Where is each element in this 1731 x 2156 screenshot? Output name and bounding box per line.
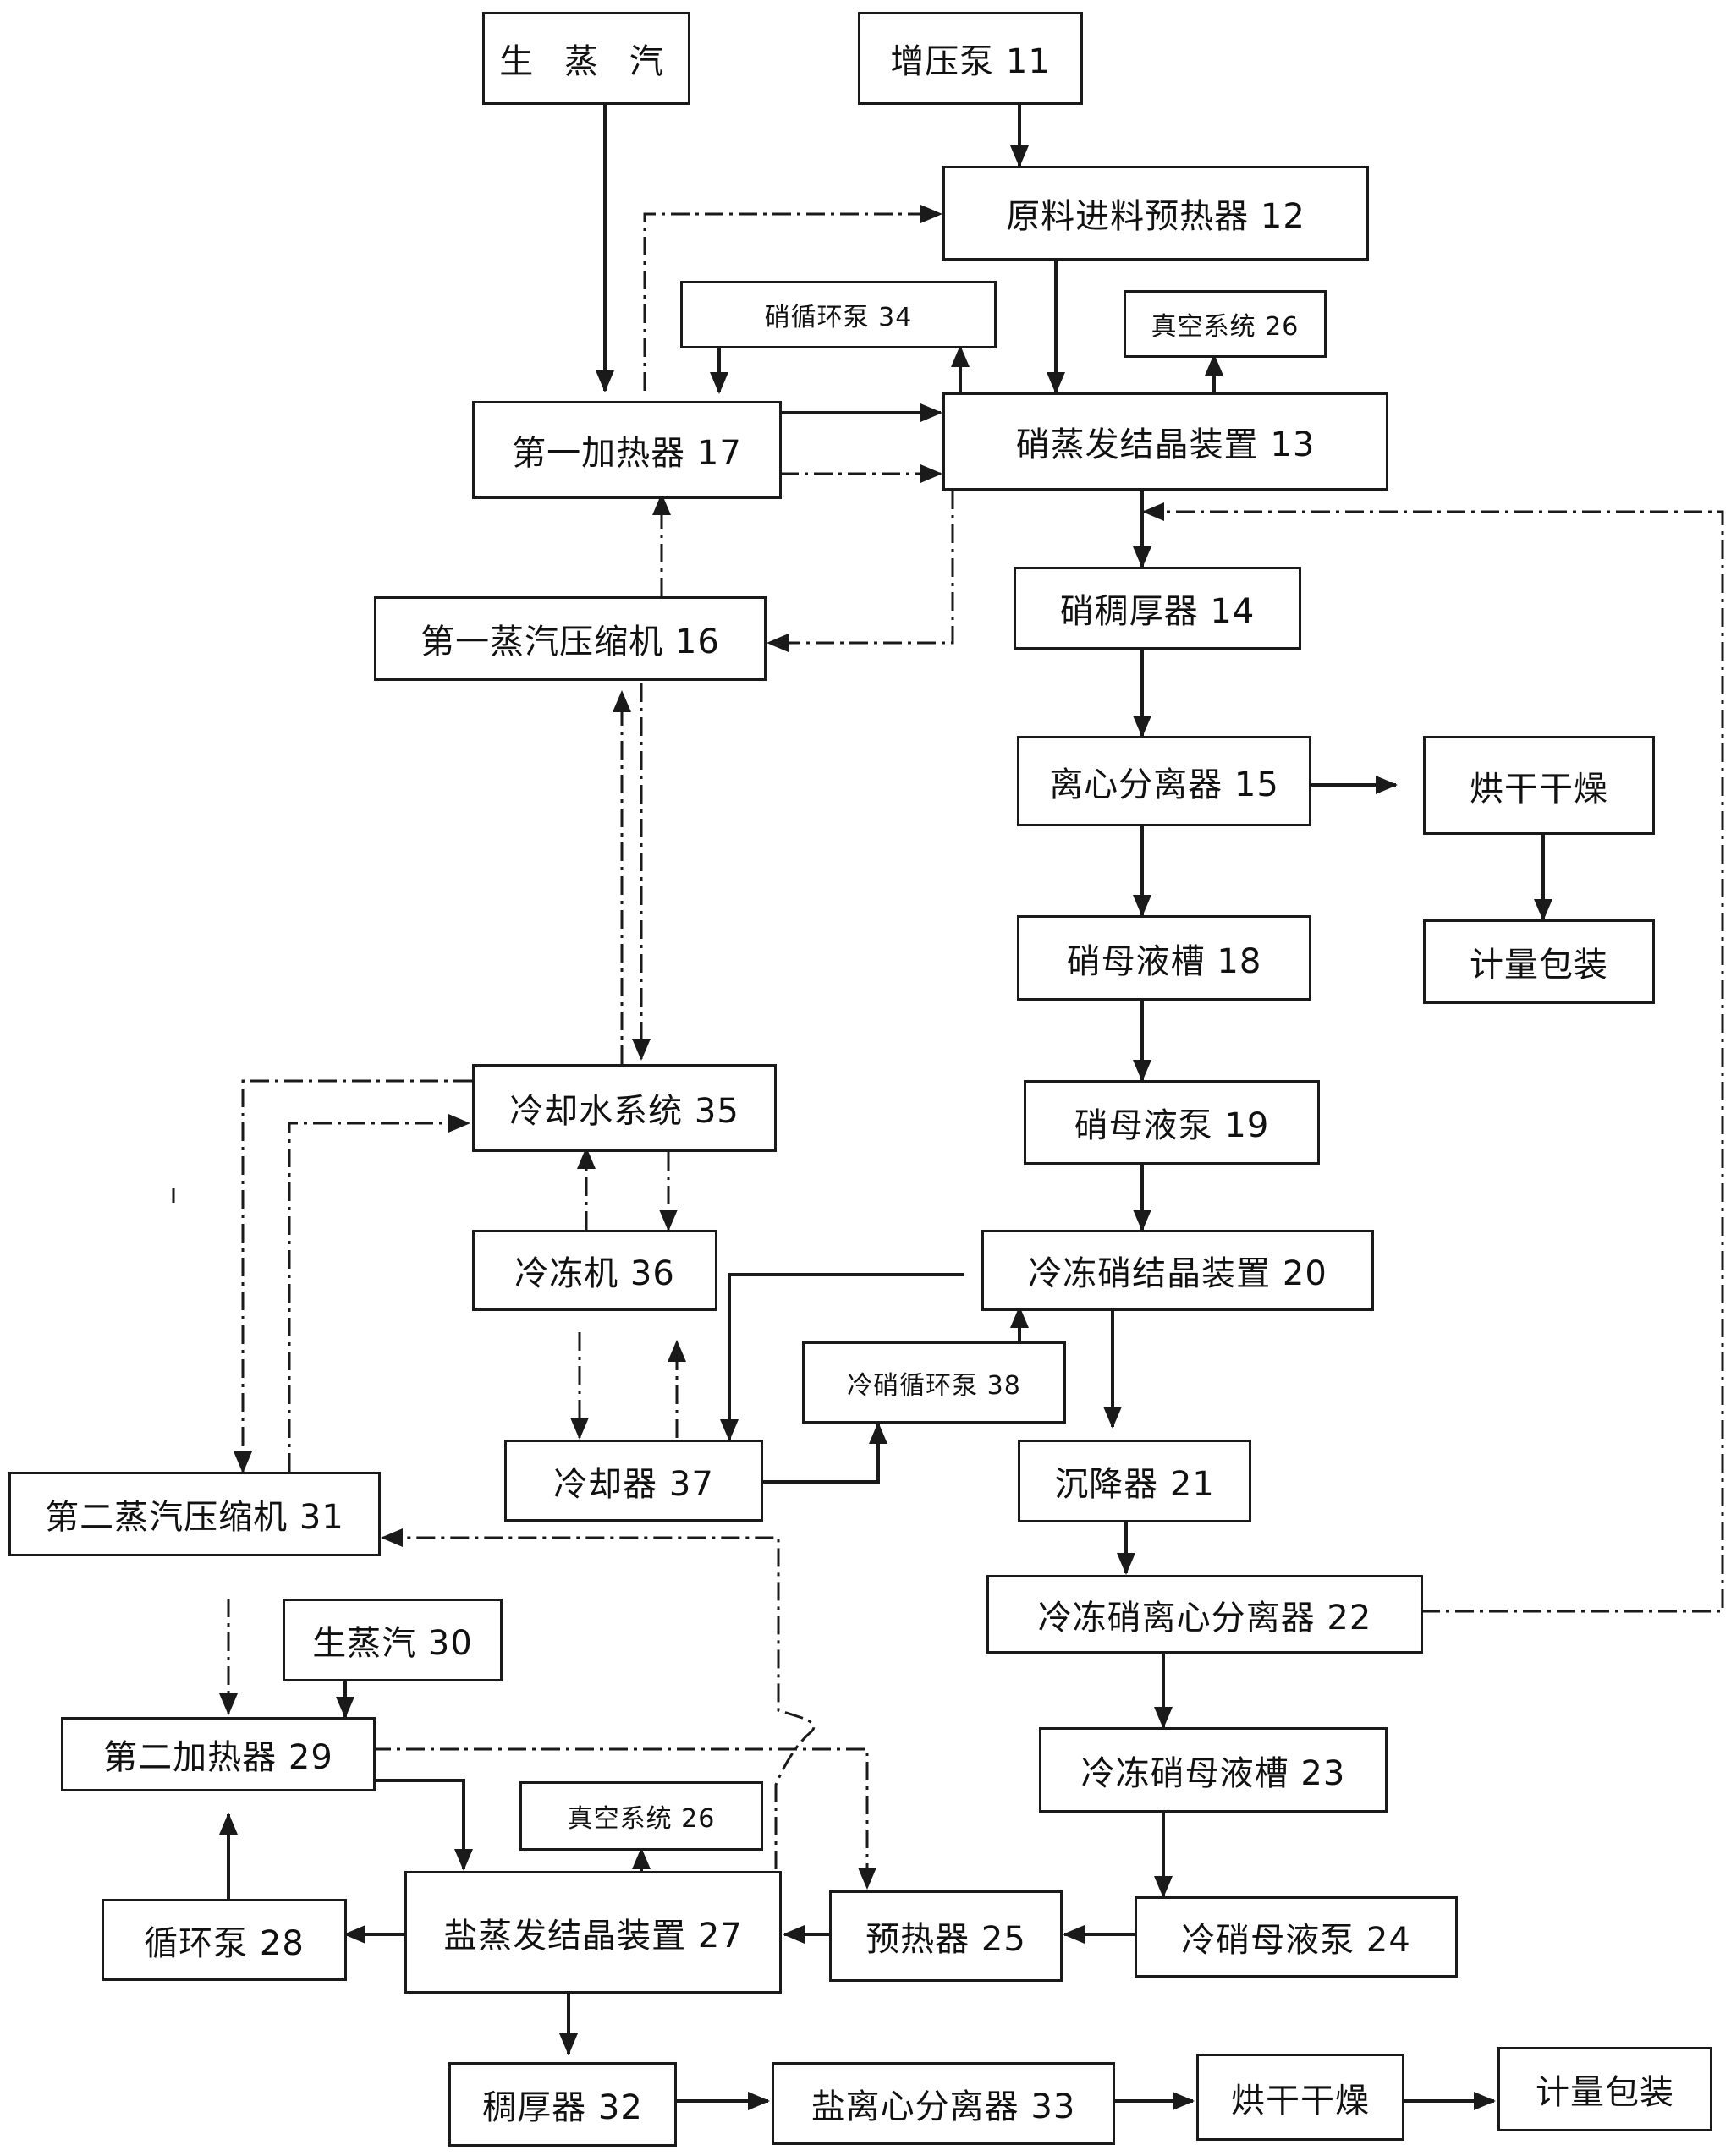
circulation-pump-box: 循环泵 28 [102,1899,347,1981]
dashdot-cw35-to-compressor31 [234,1079,472,1473]
live-steam-30-box: 生蒸汽 30 [283,1599,503,1681]
nitre-mother-liquor-pump-box: 硝母液泵 19 [1024,1080,1320,1165]
nitre-thickener-box: 硝稠厚器 14 [1014,567,1301,650]
packaging-top-box: 计量包装 [1423,919,1655,1004]
arrow-cryst20-to-cooler37 [720,1273,964,1441]
dashdot-centrifuge22-to-evap13 [1142,502,1724,1613]
cooler-box: 冷却器 37 [504,1440,763,1522]
freeze-crystallizer-box: 冷冻硝结晶装置 20 [981,1230,1374,1311]
feed-preheater-box: 原料进料预热器 12 [942,166,1369,261]
dashdot-compressor31-to-cw35 [288,1114,470,1472]
dashdot-heater29-to-preheater25 [372,1747,876,1890]
vacuum-system-bottom-box: 真空系统 26 [519,1781,763,1851]
dashdot-evap27-to-compressor31 [381,1528,816,1869]
first-heater-box: 第一加热器 17 [472,401,782,499]
chiller-box: 冷冻机 36 [472,1230,717,1311]
salt-centrifuge-box: 盐离心分离器 33 [772,2062,1115,2145]
settler-box: 沉降器 21 [1018,1440,1251,1522]
centrifuge-box: 离心分离器 15 [1017,736,1311,826]
dashdot-heater17-to-preheater12 [643,205,942,391]
drying-bottom-box: 烘干干燥 [1196,2054,1404,2141]
second-vapor-compressor-box: 第二蒸汽压缩机 31 [8,1472,381,1556]
thickener-32-box: 稠厚器 32 [448,2062,677,2147]
booster-pump-box: 增压泵 11 [858,12,1083,105]
salt-evaporation-crystallizer-box: 盐蒸发结晶装置 27 [404,1871,782,1994]
vacuum-system-top-box: 真空系统 26 [1124,290,1327,358]
freeze-nitre-mother-liquor-tank-box: 冷冻硝母液槽 23 [1039,1727,1388,1813]
arrow-cooler37-to-pump38 [761,1422,887,1484]
drying-top-box: 烘干干燥 [1423,736,1655,835]
nitre-evaporation-crystallizer-box: 硝蒸发结晶装置 13 [942,392,1388,491]
cooling-water-system-box: 冷却水系统 35 [472,1064,777,1152]
second-heater-box: 第二加热器 29 [61,1717,376,1791]
nitre-circulation-pump-box: 硝循环泵 34 [680,281,997,348]
live-steam-top-box: 生 蒸 汽 [482,12,690,105]
dashdot-evap13-to-compressor16 [767,491,954,652]
cold-nitre-mother-liquor-pump-box: 冷硝母液泵 24 [1135,1896,1458,1978]
nitre-mother-liquor-tank-box: 硝母液槽 18 [1017,915,1311,1001]
preheater-box: 预热器 25 [829,1890,1063,1982]
cold-nitre-circulation-pump-box: 冷硝循环泵 38 [802,1341,1066,1424]
first-vapor-compressor-box: 第一蒸汽压缩机 16 [374,596,767,681]
packaging-bottom-box: 计量包装 [1497,2047,1712,2131]
arrow-heater29-to-evap27 [372,1779,473,1871]
freeze-nitre-centrifuge-box: 冷冻硝离心分离器 22 [986,1575,1423,1654]
